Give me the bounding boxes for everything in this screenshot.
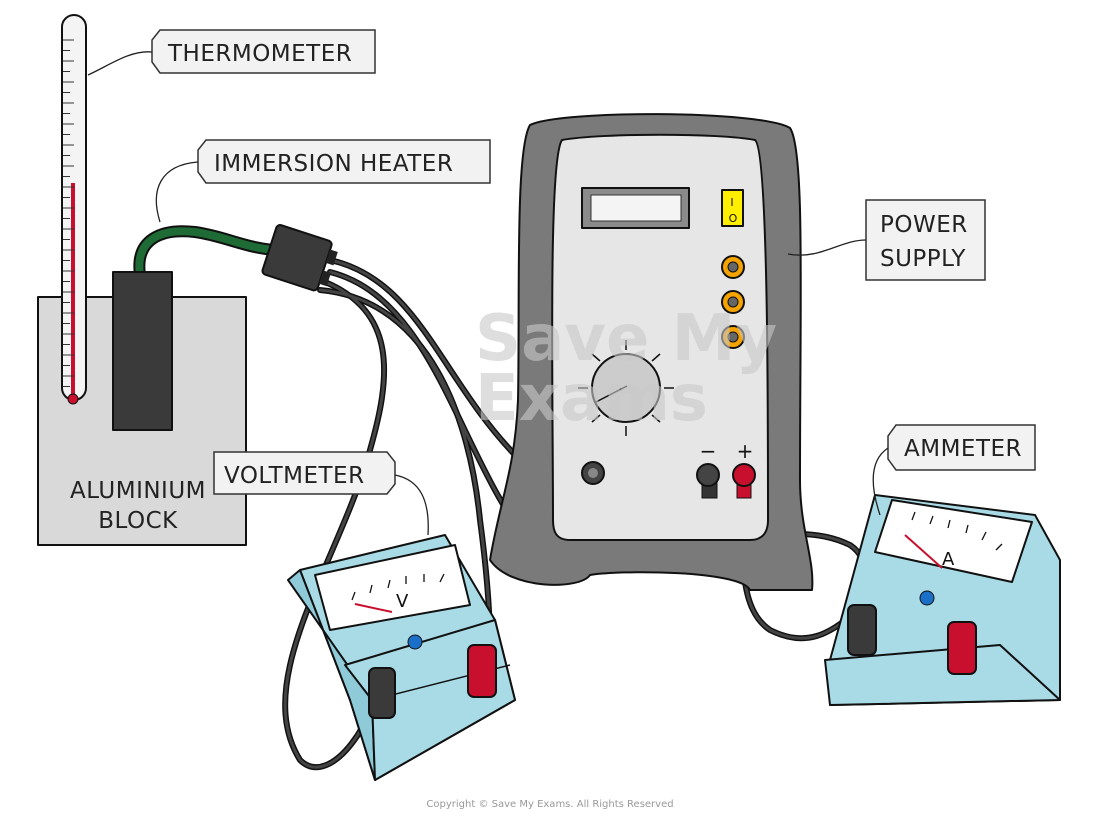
svg-text:VOLTMETER: VOLTMETER (224, 463, 365, 489)
svg-text:SUPPLY: SUPPLY (880, 246, 966, 272)
label-voltmeter: VOLTMETER (213, 451, 429, 536)
immersion-heater (112, 225, 286, 431)
svg-text:IMMERSION HEATER: IMMERSION HEATER (214, 151, 453, 177)
ammeter-symbol: A (942, 549, 955, 570)
svg-text:O: O (729, 212, 738, 225)
svg-text:THERMOMETER: THERMOMETER (167, 41, 352, 67)
ammeter-red-plug (947, 621, 977, 675)
voltage-knob[interactable] (578, 340, 674, 436)
positive-terminal (732, 463, 756, 487)
watermark-line-2: Exams (475, 362, 708, 436)
svg-text:POWER: POWER (880, 212, 968, 238)
svg-text:I: I (730, 196, 733, 209)
label-ammeter: AMMETER (872, 424, 1036, 516)
voltmeter: V (287, 534, 516, 781)
label-immersion-heater: IMMERSION HEATER (155, 139, 491, 223)
watermark-line-1: Save My (475, 302, 777, 376)
positive-sign: + (737, 439, 754, 463)
power-supply: I O − + (489, 113, 814, 591)
copyright: Copyright © Save My Exams. All Rights Re… (426, 799, 673, 810)
cable-connector (261, 224, 338, 292)
ammeter-black-plug (847, 604, 877, 656)
ammeter: A (824, 494, 1061, 706)
thermometer (61, 14, 87, 405)
aluminium-label-2: BLOCK (98, 508, 178, 534)
watermark: Save My Exams (475, 302, 777, 436)
voltmeter-symbol: V (396, 591, 409, 612)
voltmeter-black-plug (368, 667, 396, 719)
label-thermometer: THERMOMETER (87, 29, 376, 76)
svg-text:AMMETER: AMMETER (904, 436, 1022, 462)
label-power-supply: POWER SUPPLY (787, 199, 986, 281)
negative-sign: − (700, 439, 717, 463)
negative-terminal (696, 463, 720, 487)
voltmeter-red-plug (467, 644, 497, 698)
power-switch[interactable]: I O (721, 189, 744, 227)
aluminium-label-1: ALUMINIUM (70, 478, 206, 504)
orange-terminals (721, 255, 745, 349)
